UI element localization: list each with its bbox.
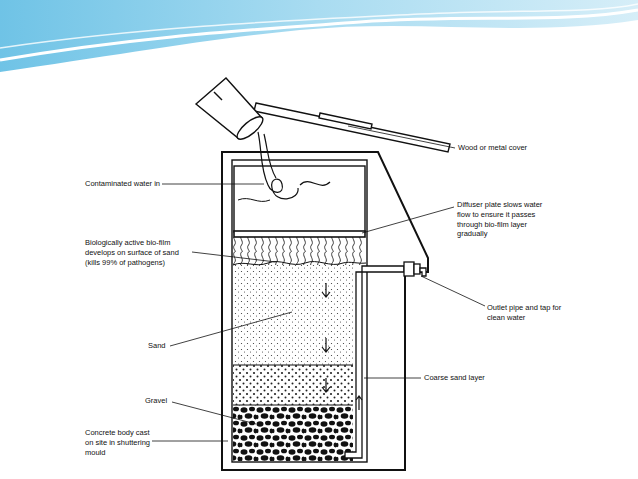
note-label: Diffuser plate slows water flow to ensur… (457, 200, 557, 239)
part-label: Outlet pipe and tap for clean water (487, 303, 577, 323)
outlet-pipe (345, 262, 426, 458)
note-label: Concrete body cast on site in shuttering… (85, 428, 151, 457)
part-label: Sand (148, 341, 166, 351)
coarse-sand-layer (233, 365, 353, 405)
cover-lid (254, 103, 450, 152)
part-label: Wood or metal cover (458, 143, 527, 153)
part-label: Coarse sand layer (424, 373, 485, 383)
bucket (196, 78, 266, 143)
header-wave (0, 0, 638, 72)
concrete-body (222, 152, 428, 470)
reservoir (234, 166, 365, 237)
biofilm-layer (233, 237, 366, 265)
part-label: Gravel (145, 396, 167, 406)
flow-arrow (322, 283, 362, 410)
sand-layer (233, 265, 353, 365)
part-label: Contaminated water in (85, 179, 160, 189)
leader-line (152, 126, 485, 441)
water-stream (258, 132, 330, 199)
gravel-layer (233, 405, 353, 461)
note-label: Biologically active bio-film develops on… (85, 238, 190, 267)
